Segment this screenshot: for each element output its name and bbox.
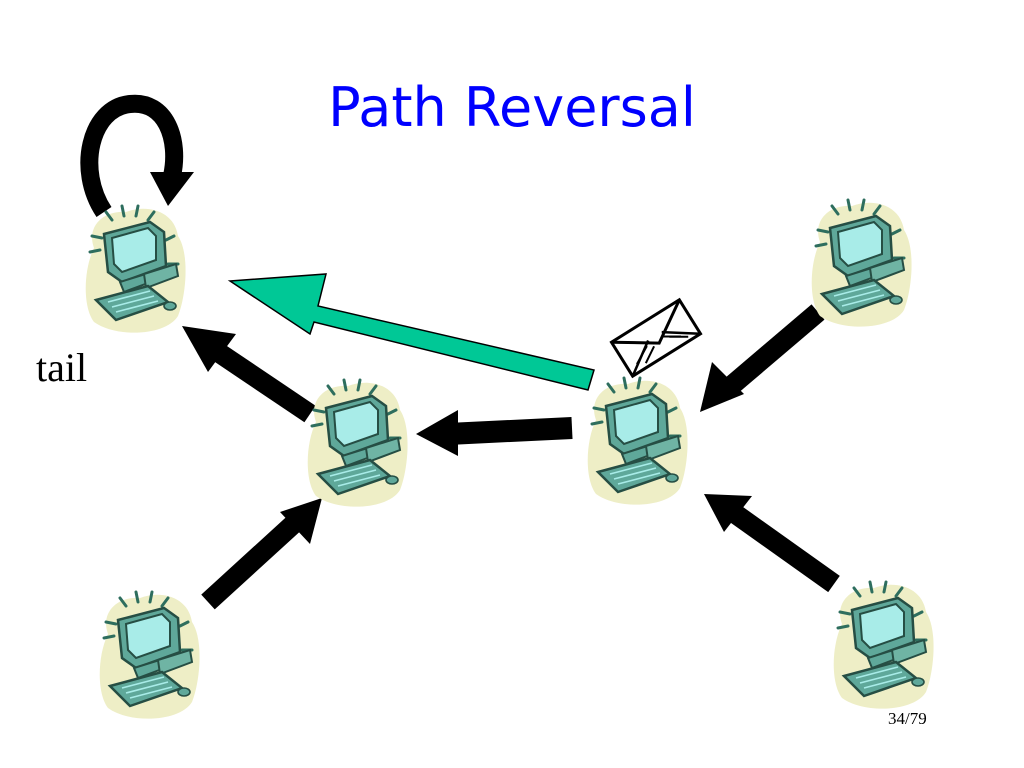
self-loop-arrow [80, 94, 194, 217]
arrow-bottom-left-to-middle [201, 498, 322, 610]
slide-title: Path Reversal [328, 76, 696, 139]
arrow-middle-to-tail [182, 326, 316, 423]
computer-icon [98, 590, 202, 721]
computer-icon [586, 376, 690, 507]
tail-label: tail [36, 345, 88, 390]
computer-icon [832, 580, 936, 711]
computer-icon [810, 198, 914, 329]
message-arrow [227, 273, 595, 391]
envelope-icon [609, 297, 703, 379]
page-number: 34/79 [888, 709, 927, 728]
computer-icon [306, 378, 410, 509]
arrow-top-right-to-center [700, 304, 825, 412]
arrow-bottom-right-to-center [704, 494, 840, 593]
arrow-center-to-middle [416, 410, 573, 456]
computer-icon [84, 204, 188, 335]
